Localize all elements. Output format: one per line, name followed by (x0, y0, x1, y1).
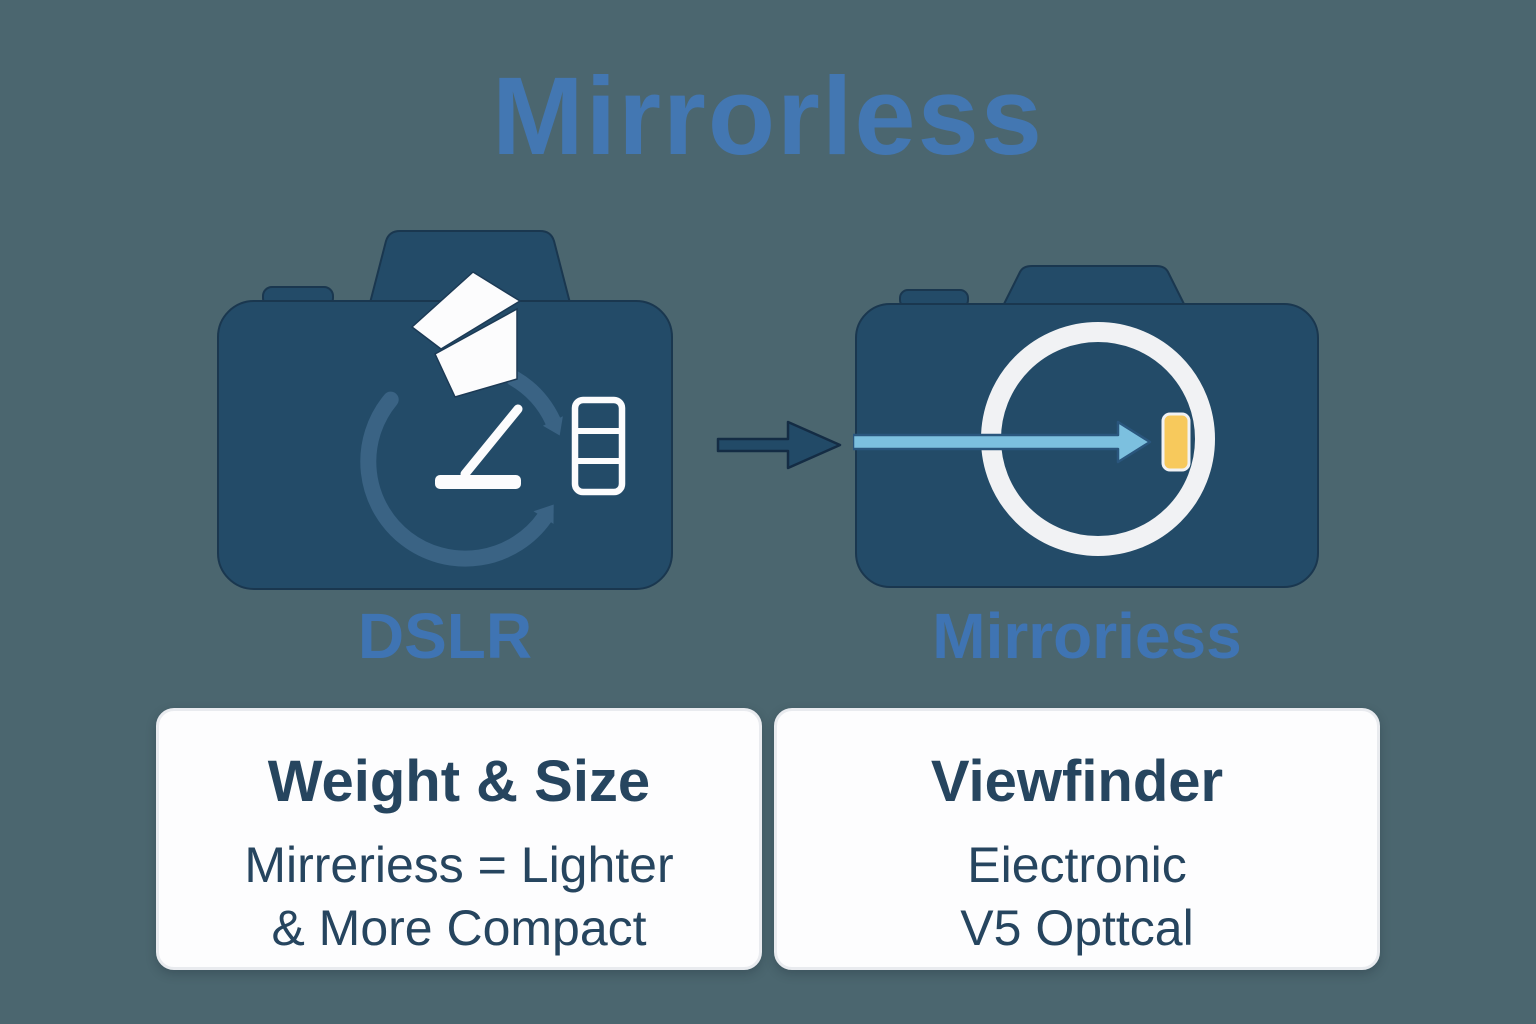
mirrorless-camera-svg (851, 265, 1319, 588)
pentaprism-icon (410, 271, 522, 398)
mirrorless-camera-icon (851, 263, 1321, 590)
weight-size-card: Weight & Size Mirreriess = Lighter & Mor… (156, 708, 762, 970)
page-title: Mirrorless (492, 55, 1044, 178)
weight-size-line-2: & More Compact (271, 899, 647, 956)
viewfinder-card: Viewfinder Eiectronic V5 Opttcal (774, 708, 1380, 970)
weight-size-heading: Weight & Size (267, 749, 651, 814)
sensor-icon (571, 396, 626, 496)
light-path-arrow-icon (851, 420, 1152, 464)
transition-arrow-icon (712, 414, 847, 476)
cycle-arrow-icon (360, 370, 563, 567)
viewfinder-heading: Viewfinder (930, 749, 1224, 814)
transition-arrow-svg (716, 420, 842, 470)
dslr-camera-svg (217, 230, 673, 590)
dslr-camera-icon (215, 227, 675, 592)
mirrorless-label: Mirroriess (932, 600, 1242, 672)
image-sensor-icon (1161, 412, 1191, 472)
viewfinder-line-1: Eiectronic (967, 836, 1187, 893)
weight-size-line-1: Mirreriess = Lighter (244, 836, 674, 893)
reflex-mirror-icon (435, 404, 523, 489)
viewfinder-line-2: V5 Opttcal (960, 899, 1194, 956)
camera-body (217, 230, 673, 590)
dslr-label: DSLR (357, 600, 533, 672)
